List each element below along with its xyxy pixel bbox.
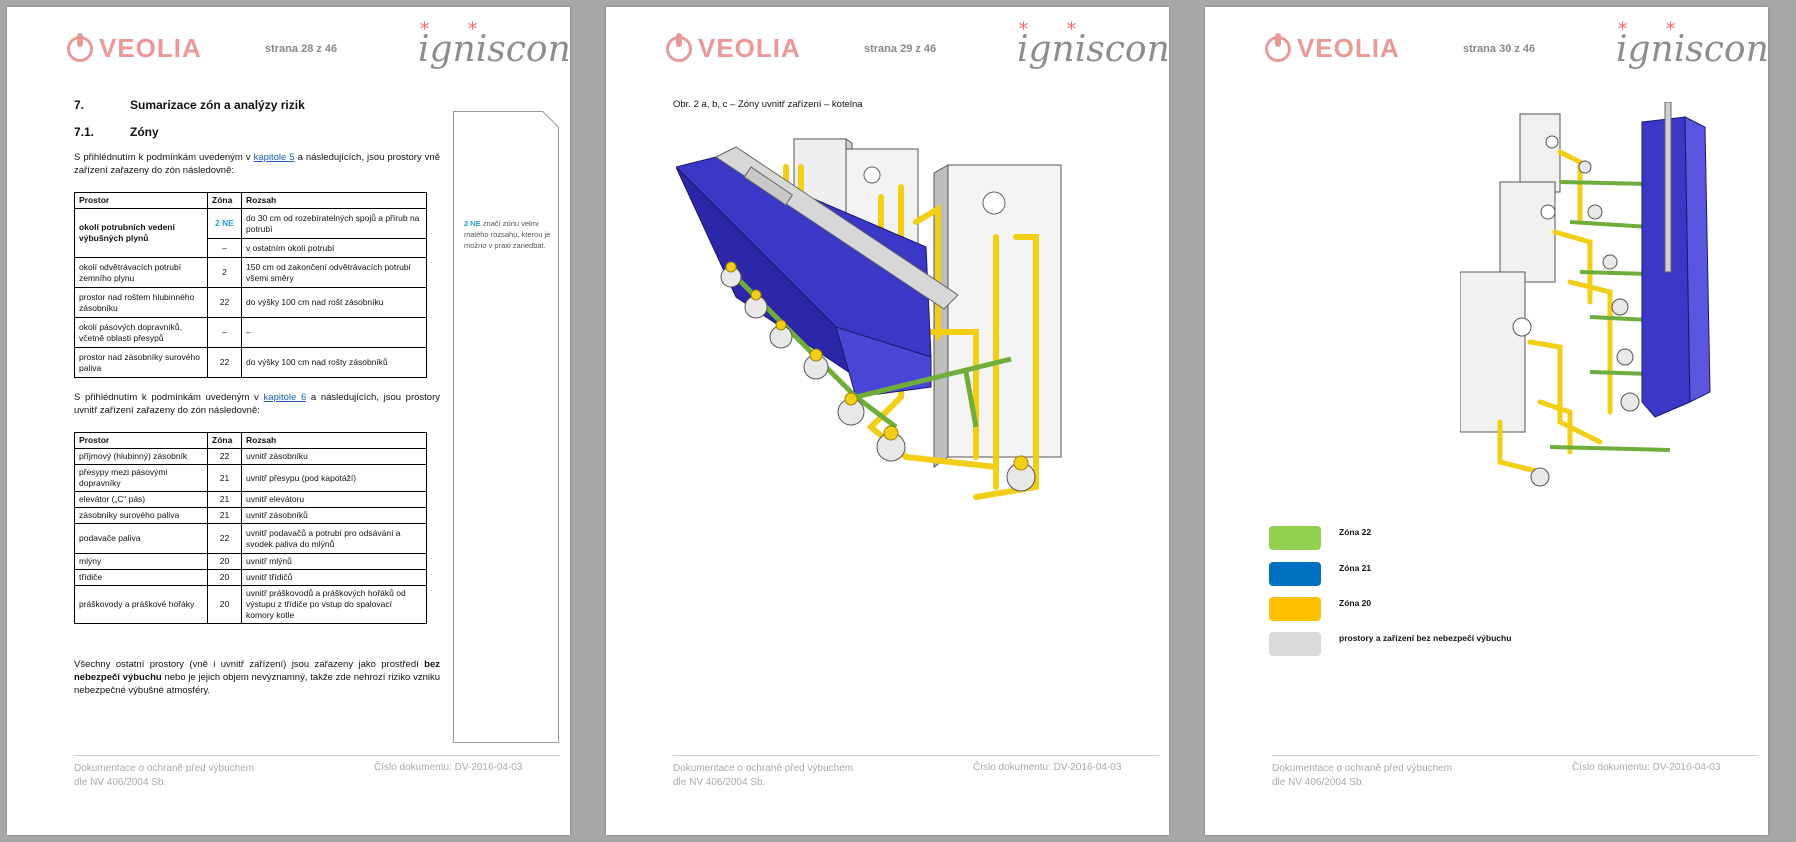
legend-swatch-zone-20 [1269,597,1321,621]
legend-swatch-safe-area [1269,632,1321,656]
legend-swatch-zone-22 [1269,526,1321,550]
footer-doc-number: Číslo dokumentu: DV-2016-04-03 [973,762,1122,773]
veolia-logo: VEOLIA [666,32,801,64]
boiler-room-side-figure [1460,102,1711,487]
page-number: strana 29 z 46 [864,43,937,55]
blue-hopper [676,156,932,398]
figure-caption: Obr. 2 a, b, c – Zóny uvnitř zařízení – … [673,99,863,110]
link-chapter-5[interactable]: kapitole 5 [253,152,295,163]
footer-doc-number: Číslo dokumentu: DV-2016-04-03 [374,762,523,773]
legend-label: prostory a zařízení bez nebezpečí výbuch… [1339,633,1512,643]
page-number: strana 30 z 46 [1463,43,1536,55]
page-header: VEOLIA strana 29 z 46 **igniscon [606,7,1169,77]
legend-label: Zóna 21 [1339,563,1372,573]
subsection-heading: 7.1.Zóny [74,125,159,139]
footer-doc-number: Číslo dokumentu: DV-2016-04-03 [1572,762,1721,773]
legend-label: Zóna 20 [1339,598,1372,608]
table-row: okolí potrubních vedení výbušných plynů … [74,208,427,258]
igniscon-logo: **igniscon [418,19,570,70]
igniscon-logo: **igniscon [1017,19,1169,70]
section-heading: 7.Sumarizace zón a analýzy rizik [74,98,305,112]
veolia-logo: VEOLIA [1265,32,1400,64]
margin-note: 2 NE značí zónu velmi malého rozsahu, kt… [464,219,551,250]
closing-paragraph: Všechny ostatní prostory (vně i uvnitř z… [74,659,440,696]
document-page-30: VEOLIA strana 30 z 46 **igniscon Zóna 22… [1205,7,1768,835]
margin-note-box: 2 NE značí zónu velmi malého rozsahu, kt… [453,111,559,743]
grey-silos [1460,113,1561,433]
table-row: okolí odvětrávacích potrubí zemního plyn… [74,257,427,288]
grey-conveyor [715,146,959,310]
legend-swatch-zone-21 [1269,562,1321,586]
document-page-28: VEOLIA strana 28 z 46 **igniscon 7.Sumar… [7,7,570,835]
igniscon-logo: **igniscon [1616,19,1768,70]
veolia-logo: VEOLIA [67,32,202,64]
boiler-room-3d-figure [676,138,1062,500]
burner-caps [725,261,1029,471]
intro-paragraph-inside: S přihlédnutím k podmínkám uvedeným v ka… [74,392,440,416]
link-chapter-6[interactable]: kapitole 6 [263,392,307,403]
page-number: strana 28 z 46 [265,43,338,55]
legend-label: Zóna 22 [1339,527,1372,537]
page-header: VEOLIA strana 28 z 46 **igniscon [7,7,570,77]
table-row: okolí pásových dopravníků, včetně oblast… [74,317,427,348]
page-header: VEOLIA strana 30 z 46 **igniscon [1205,7,1768,77]
burners [1530,160,1640,487]
document-page-29: VEOLIA strana 29 z 46 **igniscon Obr. 2 … [606,7,1169,835]
green-steel [1549,180,1671,452]
intro-paragraph-outside: S přihlédnutím k podmínkám uvedeným v ka… [74,152,441,176]
blue-hopper [1641,102,1711,418]
